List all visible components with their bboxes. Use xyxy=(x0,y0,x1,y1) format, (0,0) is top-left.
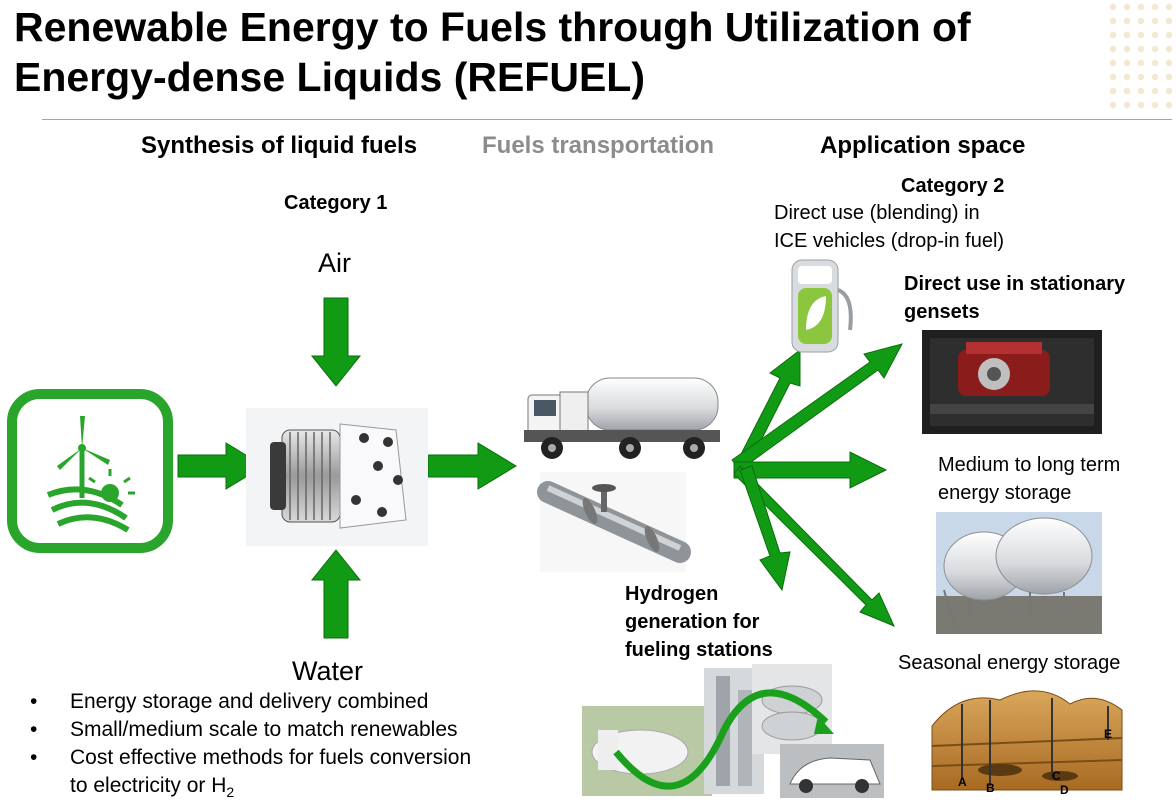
geological-storage-image: A B C D E xyxy=(931,690,1123,797)
hydrogen-label-line1: Hydrogen xyxy=(625,583,719,605)
arrow-to-hydrogen xyxy=(739,465,791,592)
bullet-item: Small/medium scale to match renewables xyxy=(30,716,471,744)
geo-label-a: A xyxy=(958,775,967,789)
hydrogen-station-collage xyxy=(582,664,884,798)
seasonal-storage-label: Seasonal energy storage xyxy=(898,652,1121,674)
bullet-item: Energy storage and delivery combined xyxy=(30,688,471,716)
header-synthesis: Synthesis of liquid fuels xyxy=(141,132,418,159)
genset-image xyxy=(922,330,1102,434)
direct-use-ice-line1: Direct use (blending) in xyxy=(774,202,980,224)
gensets-label-line1: Direct use in stationary xyxy=(904,273,1126,295)
pipeline-image xyxy=(537,472,691,572)
reactor-stack-image xyxy=(246,408,428,546)
storage-label-line2: energy storage xyxy=(938,482,1072,504)
tanker-truck-image xyxy=(524,377,720,459)
title-divider xyxy=(42,119,1172,120)
hydrogen-label-line3: fueling stations xyxy=(625,639,773,661)
arrow-reactor-to-transport xyxy=(427,442,517,490)
storage-tanks-image xyxy=(936,512,1102,634)
storage-label-line1: Medium to long term xyxy=(938,454,1121,476)
bullet-list: Energy storage and delivery combined Sma… xyxy=(30,688,471,806)
category-1-label: Category 1 xyxy=(284,192,388,214)
decorative-dot-pattern xyxy=(1106,0,1176,110)
arrow-renewable-to-reactor xyxy=(177,442,265,490)
fuel-pump-icon xyxy=(791,259,853,353)
page-title: Renewable Energy to Fuels through Utiliz… xyxy=(14,4,971,100)
geo-label-b: B xyxy=(986,781,995,795)
category-2-label: Category 2 xyxy=(901,175,1005,197)
water-label: Water xyxy=(292,656,364,686)
geo-label-c: C xyxy=(1052,769,1061,783)
gensets-label-line2: gensets xyxy=(904,301,980,323)
arrow-air-down xyxy=(310,297,362,387)
arrow-water-up xyxy=(310,549,362,639)
air-label: Air xyxy=(318,248,351,278)
bullet-item: Cost effective methods for fuels convers… xyxy=(30,744,471,806)
geo-label-d: D xyxy=(1060,783,1069,797)
renewable-energy-icon xyxy=(7,389,173,553)
flow-arrows xyxy=(177,297,903,639)
header-transport: Fuels transportation xyxy=(482,132,715,159)
direct-use-ice-line2: ICE vehicles (drop-in fuel) xyxy=(774,230,1005,252)
hydrogen-label-line2: generation for xyxy=(625,611,760,633)
header-application: Application space xyxy=(820,132,1026,159)
arrow-to-gensets xyxy=(731,343,903,471)
geo-label-e: E xyxy=(1104,727,1112,741)
